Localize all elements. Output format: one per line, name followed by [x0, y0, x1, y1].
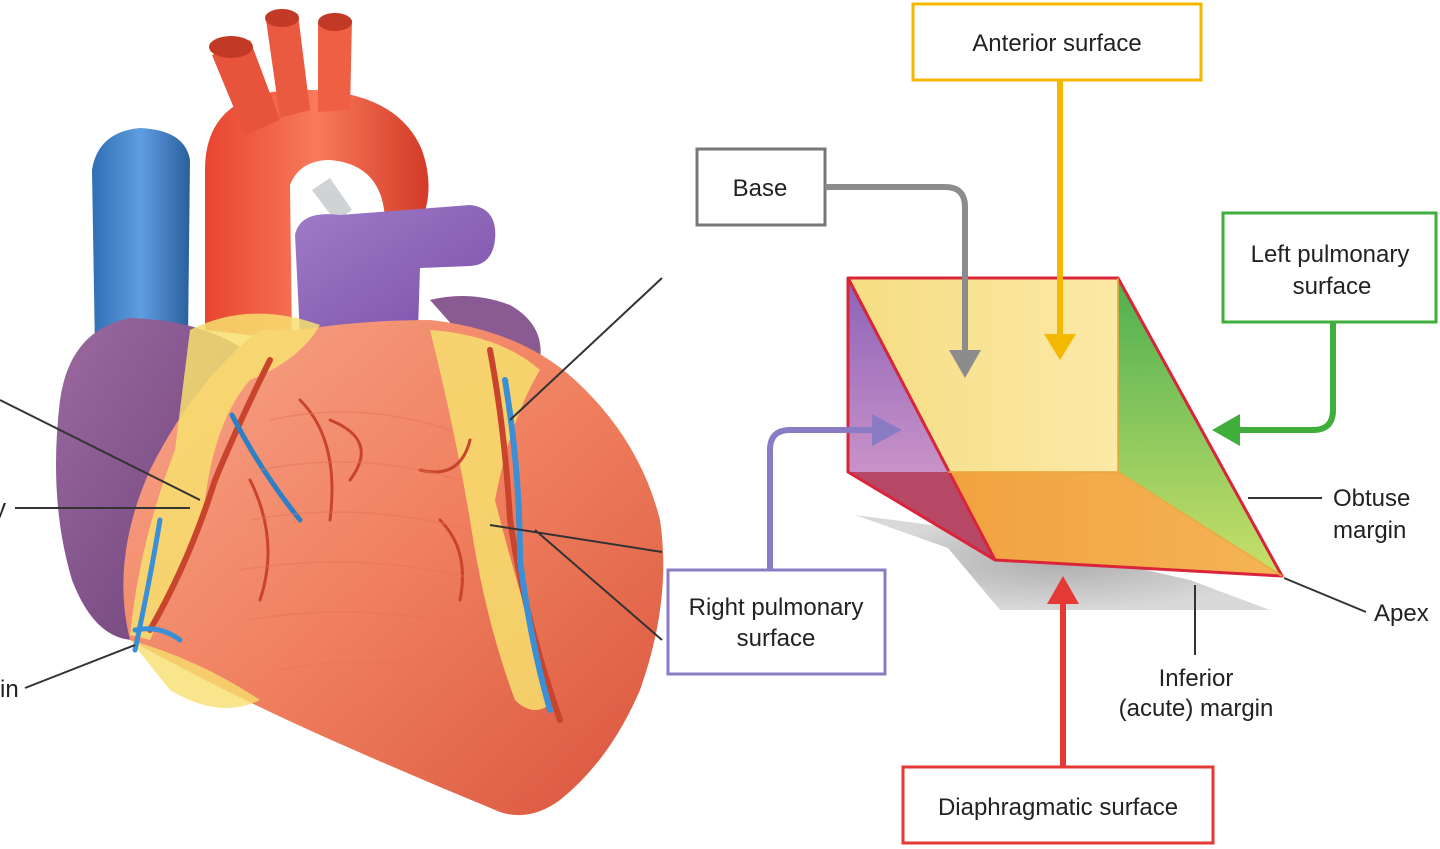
left-subclavian [318, 20, 352, 112]
heart-illustration: y in [0, 9, 664, 816]
heart-leader-lines [0, 277, 663, 689]
pulmonary-trunk [295, 205, 496, 335]
base-arrow-shaft [825, 184, 968, 352]
inferior-margin-label-line2: (acute) margin [1119, 695, 1274, 722]
diaphragmatic-box [901, 765, 1215, 845]
coronary-vessels [132, 347, 563, 723]
left-pulmonary-arrow-shaft [1238, 322, 1336, 433]
anterior-face [848, 278, 1118, 472]
anterior-surface-label: Anterior surface [972, 30, 1141, 57]
obtuse-margin-label-line2: margin [1333, 517, 1406, 544]
left-pulmonary-label-line2: surface [1293, 273, 1372, 300]
left-pulmonary-box [1221, 211, 1438, 324]
aortic-arch [205, 89, 429, 340]
anterior-arrow-head [1044, 334, 1076, 360]
epicardial-fat [130, 313, 320, 640]
prism-outline [846, 276, 1284, 578]
right-pulmonary-arrow-head [872, 414, 902, 446]
heart-callout-label-1: y [0, 495, 6, 522]
heart-surfaces-prism: Anterior surface Base Left pulmonary sur… [666, 2, 1438, 845]
left-common-carotid [266, 14, 310, 118]
muscle-striations [239, 411, 496, 681]
right-pulmonary-box [666, 568, 887, 676]
right-pulmonary-label-line1: Right pulmonary [689, 594, 864, 621]
left-pulmonary-label-line1: Left pulmonary [1251, 241, 1410, 268]
right-pulmonary-arrow-shaft [767, 427, 875, 570]
diaphragmatic-face [948, 472, 1282, 576]
heart-callout-label-2: in [0, 676, 19, 703]
anterior-surface-box [911, 2, 1203, 82]
right-pulmonary-label-line2: surface [737, 625, 816, 652]
ligamentum-arteriosum [312, 178, 352, 222]
diaphragmatic-arrow-head [1047, 576, 1079, 604]
epicardial-fat-2 [430, 330, 555, 710]
left-pulmonary-arrow-head [1212, 414, 1240, 446]
superior-vena-cava [92, 128, 190, 350]
diaphragmatic-label: Diaphragmatic surface [938, 794, 1178, 821]
brachiocephalic-trunk [212, 40, 280, 135]
apex-label: Apex [1374, 600, 1429, 627]
margin-leader-lines [1194, 497, 1367, 655]
base-label: Base [733, 175, 788, 202]
inferior-margin-label-line1: Inferior [1159, 665, 1234, 692]
base-arrow-head [949, 350, 981, 378]
obtuse-margin-label-line1: Obtuse [1333, 485, 1410, 512]
